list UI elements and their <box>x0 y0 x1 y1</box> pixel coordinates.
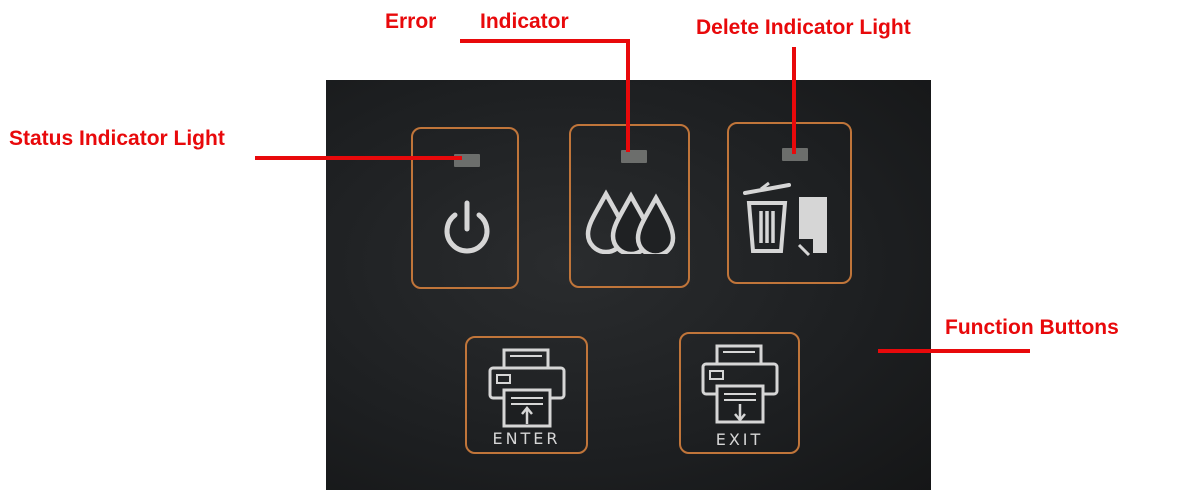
status-leader <box>255 156 462 160</box>
exit-caption: EXIT <box>715 430 764 449</box>
status-indicator-label: Status Indicator Light <box>9 127 225 150</box>
error-leader-vertical <box>626 39 630 152</box>
enter-caption: ENTER <box>492 429 561 448</box>
delete-led <box>782 148 808 161</box>
trash-paper-icon <box>743 181 827 257</box>
error-label: Error <box>385 10 437 33</box>
delete-indicator-label: Delete Indicator Light <box>696 16 911 39</box>
function-buttons-label: Function Buttons <box>945 316 1119 339</box>
power-button[interactable] <box>411 127 519 289</box>
enter-button[interactable]: ENTER <box>465 336 588 454</box>
indicator-label: Indicator <box>480 10 569 33</box>
printer-down-icon <box>701 344 779 424</box>
error-led <box>621 150 647 163</box>
ink-drops-icon <box>585 189 676 254</box>
ink-button[interactable] <box>569 124 690 288</box>
printer-up-icon <box>488 348 566 428</box>
exit-button[interactable]: EXIT <box>679 332 800 454</box>
function-buttons-leader <box>878 349 1030 353</box>
delete-button[interactable] <box>727 122 852 284</box>
power-icon <box>444 200 490 254</box>
error-leader-horizontal <box>460 39 629 43</box>
delete-leader <box>792 47 796 154</box>
